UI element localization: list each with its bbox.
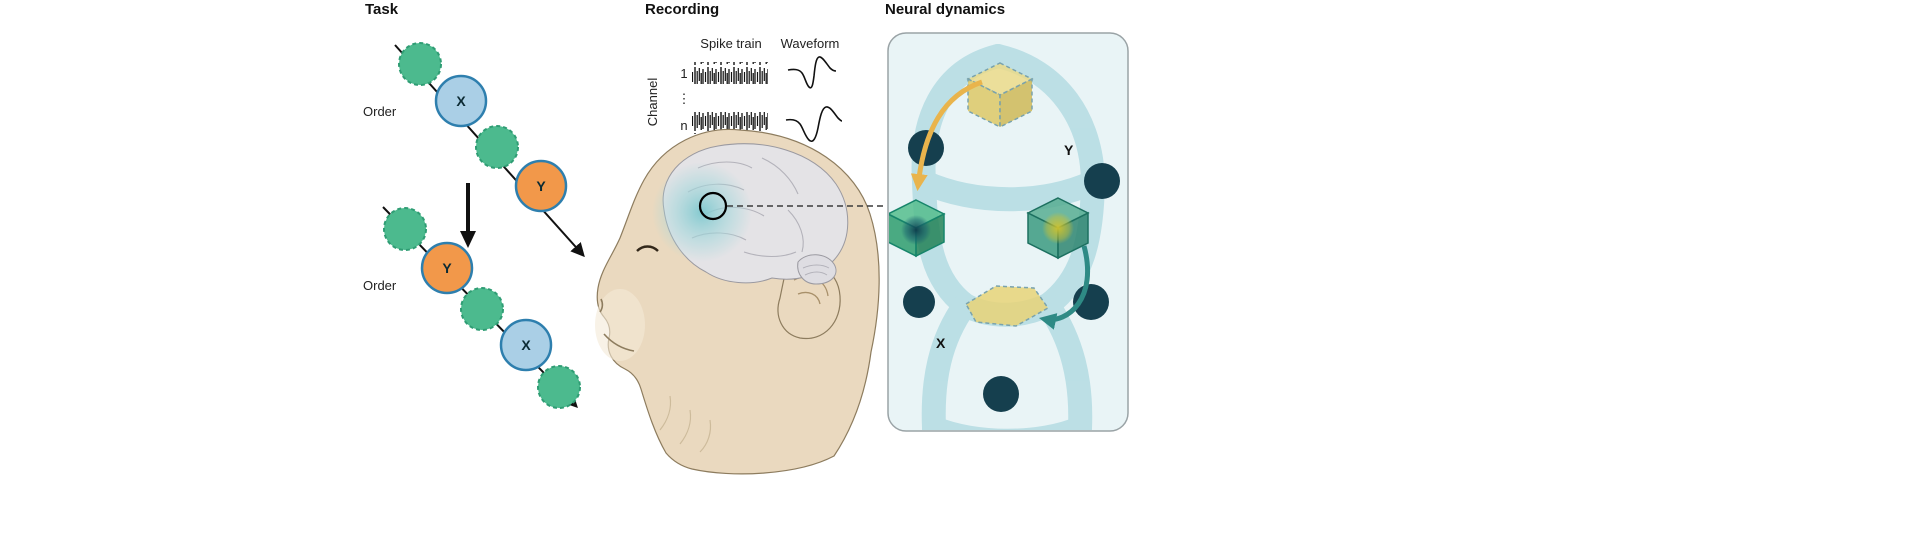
state-cube-green	[889, 199, 946, 258]
nostril	[599, 298, 604, 313]
order-label-1: Order	[363, 104, 397, 119]
neural-dynamics-panel: Neural dynamics	[885, 1, 1129, 432]
trajectory-arrow-yellow	[910, 79, 983, 192]
neural-band	[1036, 170, 1105, 317]
recording-panel: Recording Spike train Waveform Channel 1…	[595, 1, 887, 475]
item-y-circle-2	[420, 241, 474, 295]
mouth	[603, 333, 635, 352]
item-x-circle	[434, 74, 488, 128]
channel-1-label: 1	[680, 66, 687, 81]
neural-dynamics-title: Neural dynamics	[885, 1, 1005, 18]
state-label-y: Y	[1064, 142, 1074, 158]
sulcus	[743, 251, 797, 258]
recording-title: Recording	[645, 1, 719, 18]
item-x-label: X	[456, 93, 466, 109]
waveform-header: Waveform	[781, 36, 840, 51]
eye	[636, 245, 659, 252]
muzzle-shading	[595, 289, 645, 361]
state-shape-bottom	[964, 285, 1050, 327]
channel-ellipsis: ⋮	[678, 91, 691, 106]
state-cube-top	[966, 62, 1034, 129]
channel-axis-label: Channel	[645, 78, 660, 127]
neural-band	[912, 170, 977, 317]
spike-train-raster-n	[692, 112, 768, 134]
monkey-head-illustration	[595, 128, 887, 475]
neural-band	[986, 44, 1105, 194]
spike-train-raster-1	[692, 62, 768, 84]
item-y-label-2: Y	[442, 260, 452, 276]
distractor-item	[398, 42, 442, 86]
sulcus	[761, 157, 799, 195]
item-x-circle-2	[499, 318, 553, 372]
channel-n-label: n	[680, 118, 687, 133]
item-y-label: Y	[536, 178, 546, 194]
recording-site-circle	[698, 191, 728, 221]
state-label-x: X	[936, 335, 946, 351]
waveform-n	[785, 106, 843, 143]
trajectory-arrow-teal	[1039, 245, 1091, 330]
cerebellum-lines	[802, 264, 830, 276]
distractor-item	[537, 365, 581, 409]
state-cube-middle	[1026, 197, 1090, 260]
neural-dynamics-content: Y X	[889, 44, 1120, 430]
task-panel: Task Order X Y Order Y X	[363, 1, 585, 409]
neural-nodes	[903, 130, 1120, 412]
distractor-item	[475, 125, 519, 169]
ear-inner-line	[797, 291, 821, 305]
waveform-1	[787, 56, 837, 89]
neural-band	[922, 416, 1092, 430]
neural-node	[903, 286, 935, 318]
neural-node	[1084, 163, 1120, 199]
neural-node	[983, 376, 1019, 412]
cube-inner-glow	[1042, 212, 1074, 244]
neural-band	[921, 293, 977, 430]
sulcus	[787, 209, 804, 253]
cube-left-face	[967, 77, 1001, 129]
distractor-item	[460, 287, 504, 331]
transition-arrowhead	[460, 231, 476, 248]
cube-inner-glow	[901, 215, 931, 245]
neck-fur-lines	[659, 395, 712, 453]
item-x-label-2: X	[521, 337, 531, 353]
task-title: Task	[365, 1, 399, 18]
distractor-item	[383, 207, 427, 251]
neural-band	[912, 170, 1105, 212]
cerebellum	[797, 254, 837, 285]
cube-right-face	[999, 77, 1033, 129]
item-y-circle	[514, 159, 568, 213]
order-label-2: Order	[363, 278, 397, 293]
spike-train-header: Spike train	[700, 36, 761, 51]
